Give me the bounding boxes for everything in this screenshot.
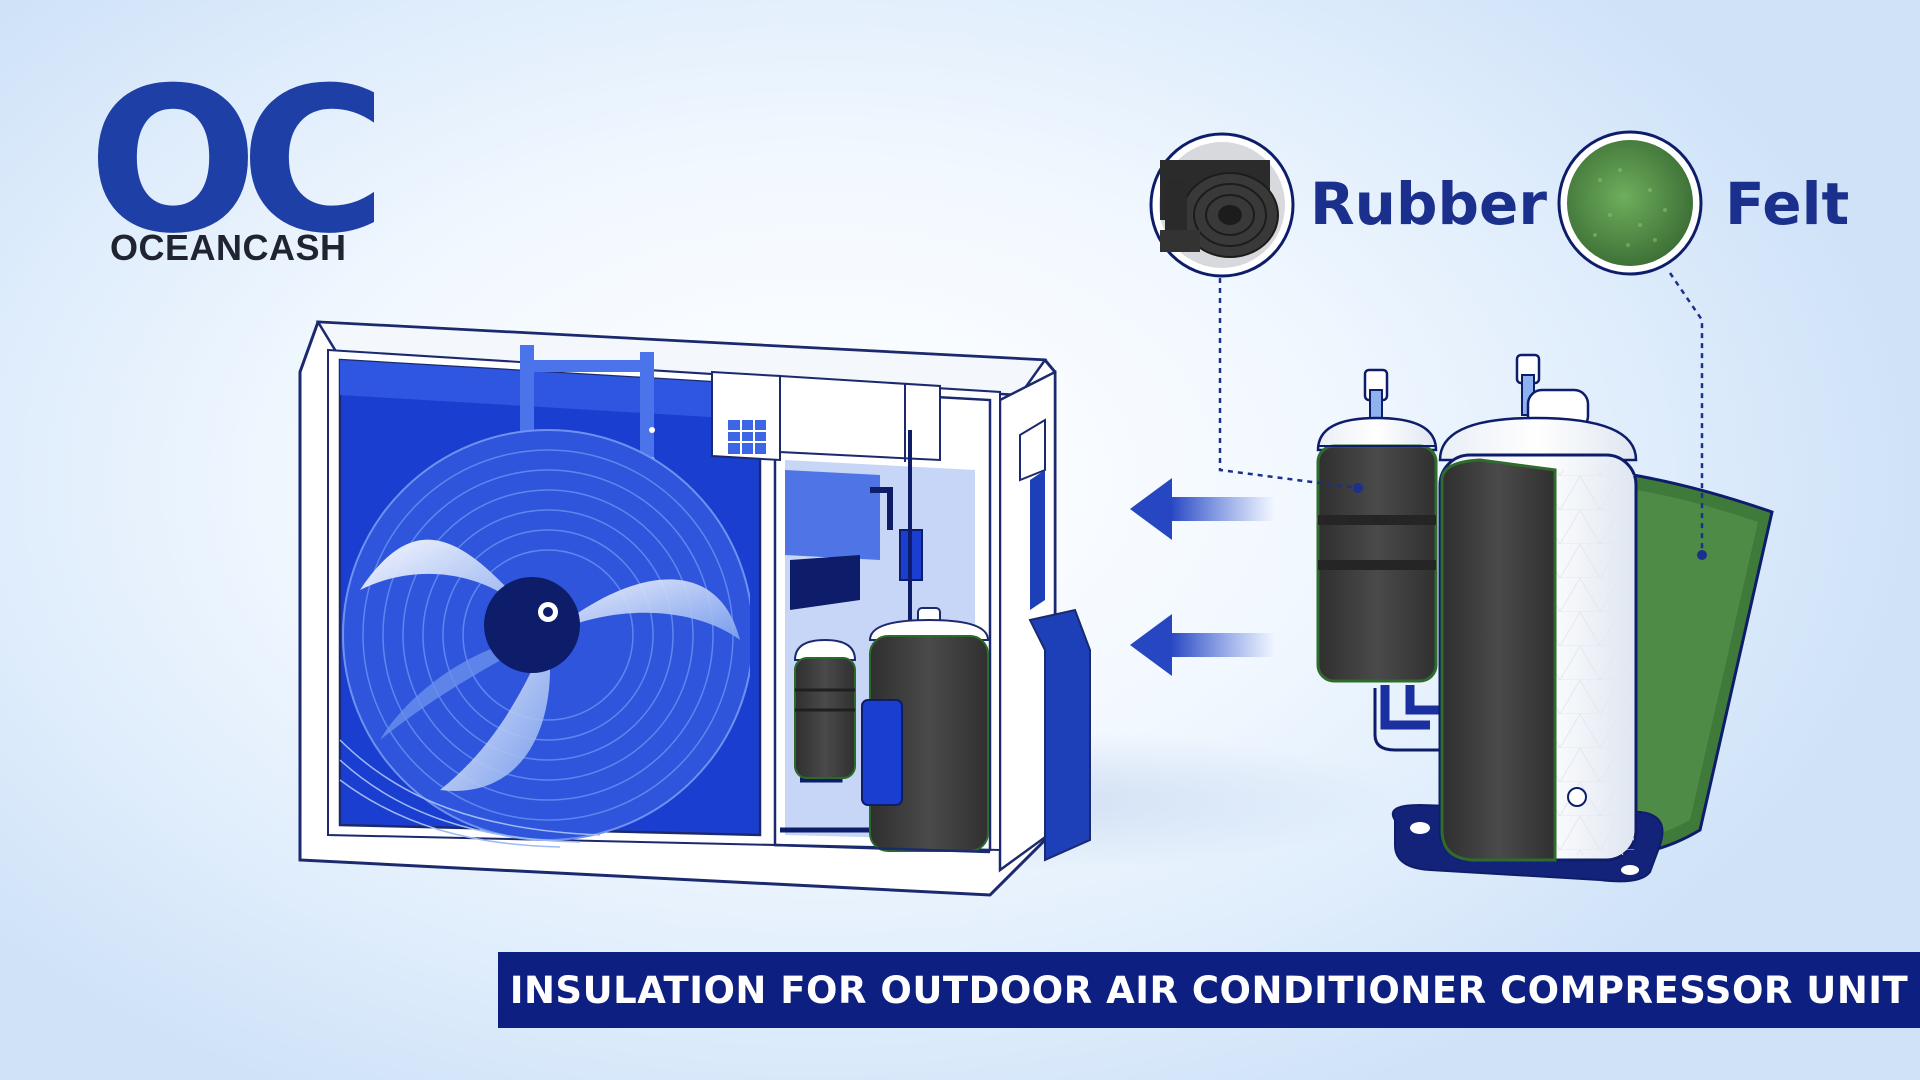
felt-label: Felt bbox=[1725, 170, 1850, 238]
felt-callout bbox=[1557, 130, 1703, 276]
rubber-label: Rubber bbox=[1310, 170, 1547, 238]
flow-arrows bbox=[1130, 478, 1275, 676]
accumulator-cylinder bbox=[1316, 368, 1438, 683]
arrow-upper bbox=[1170, 497, 1275, 521]
fan-blades bbox=[360, 539, 740, 791]
rubber-callout bbox=[1149, 132, 1295, 278]
logo-wordmark: OCEANCASH bbox=[110, 227, 347, 268]
unit-small-compressor bbox=[793, 638, 857, 779]
rubber-roll-icon bbox=[1160, 160, 1279, 258]
rubber-leader-line bbox=[1218, 278, 1359, 490]
title-banner: INSULATION FOR OUTDOOR AIR CONDITIONER C… bbox=[498, 952, 1920, 1028]
felt-leader-line bbox=[1668, 272, 1704, 555]
logo-mark: OC bbox=[88, 45, 387, 278]
rubber-wrap bbox=[1440, 458, 1557, 862]
fan-hub bbox=[484, 577, 580, 673]
main-compressor bbox=[1438, 353, 1638, 862]
arrow-lower bbox=[1170, 633, 1275, 657]
oceancash-logo: OC OCEANCASH bbox=[78, 62, 408, 282]
felt-swatch-icon bbox=[1567, 140, 1693, 266]
banner-title: INSULATION FOR OUTDOOR AIR CONDITIONER C… bbox=[509, 968, 1909, 1012]
outdoor-unit bbox=[298, 320, 1091, 897]
compressor-assembly bbox=[1316, 353, 1774, 883]
unit-main-compressor bbox=[861, 607, 990, 852]
